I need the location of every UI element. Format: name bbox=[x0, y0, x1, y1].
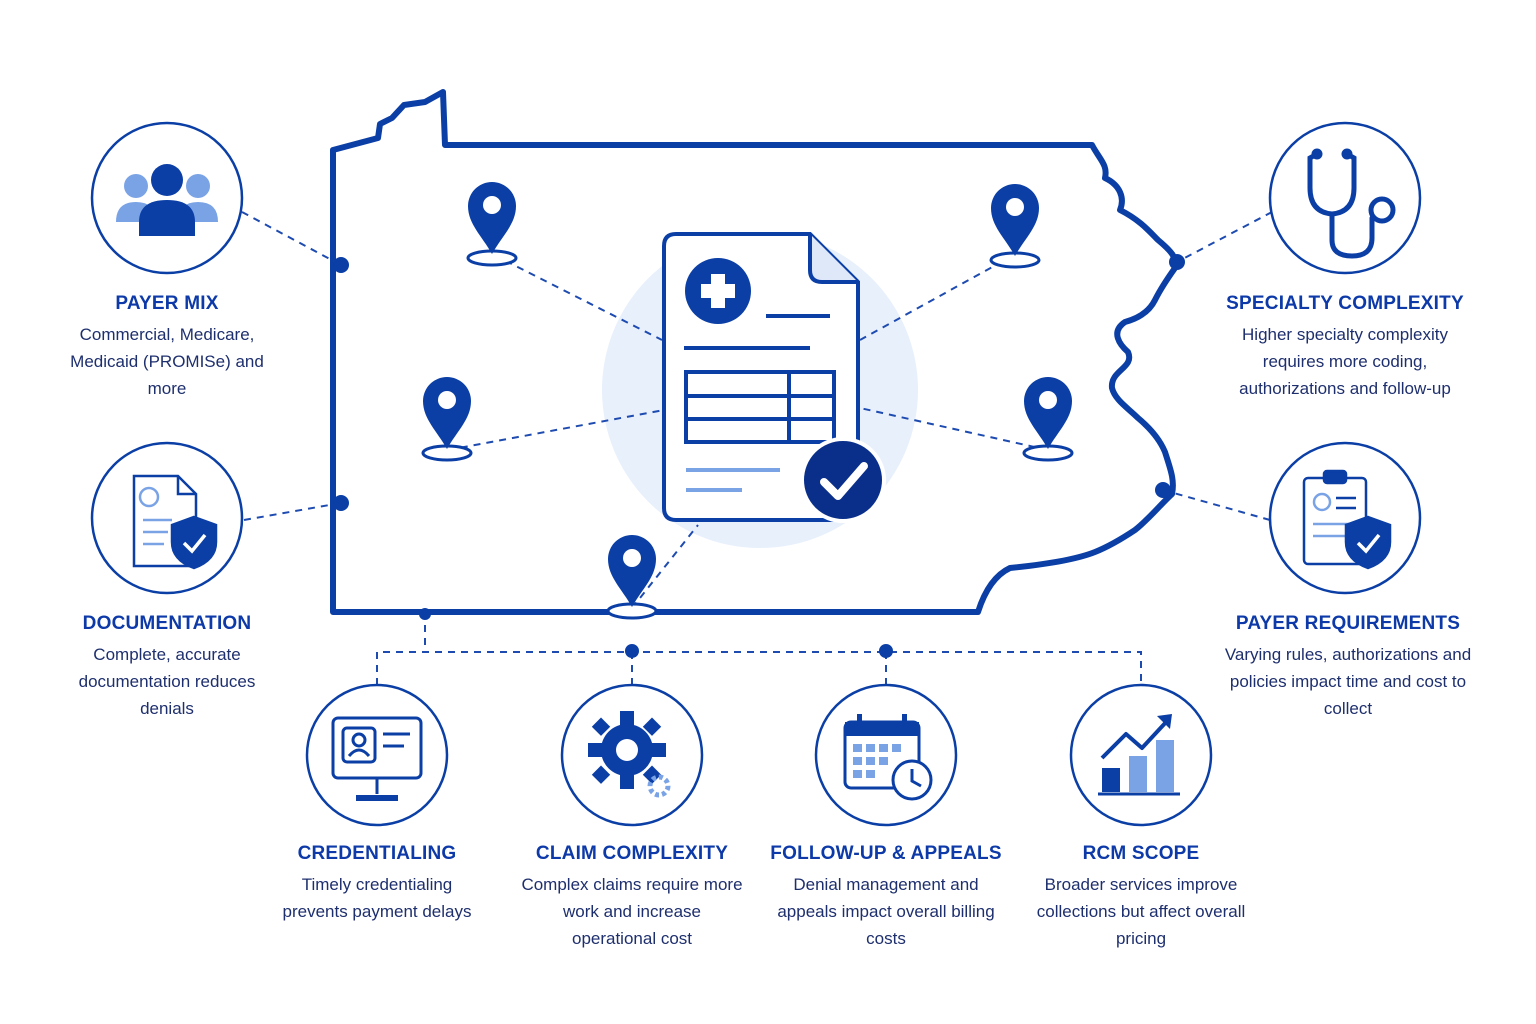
follow-up-appeals-circle bbox=[814, 683, 958, 827]
map-pin-icon bbox=[606, 533, 658, 620]
specialty-complexity-circle bbox=[1268, 121, 1422, 275]
monitor-profile-icon bbox=[331, 716, 423, 801]
document-shield-icon bbox=[132, 474, 218, 570]
medical-claim-document-icon bbox=[662, 232, 860, 522]
state-map-outline bbox=[330, 89, 1179, 615]
factor-title: FOLLOW-UP & APPEALS bbox=[770, 843, 1002, 864]
documentation-circle bbox=[90, 441, 244, 595]
payer-mix-circle bbox=[90, 121, 244, 275]
factor-description: Varying rules, authorizations and polici… bbox=[1224, 645, 1472, 718]
factor-credentialing: CREDENTIALING Timely credentialing preve… bbox=[247, 843, 507, 925]
factor-follow-up-appeals: FOLLOW-UP & APPEALS Denial management an… bbox=[756, 843, 1016, 952]
rcm-scope-circle bbox=[1069, 683, 1213, 827]
people-group-icon bbox=[116, 164, 218, 236]
clipboard-shield-icon bbox=[1302, 469, 1392, 570]
factor-description: Broader services improve collections but… bbox=[1036, 875, 1246, 948]
factor-title: SPECIALTY COMPLEXITY bbox=[1226, 293, 1464, 314]
map-pin-icon bbox=[989, 182, 1041, 269]
payer-requirements-circle bbox=[1268, 441, 1422, 595]
factor-payer-mix: PAYER MIX Commercial, Medicare, Medicaid… bbox=[27, 293, 307, 402]
factor-title: DOCUMENTATION bbox=[82, 613, 252, 634]
factor-description: Complete, accurate documentation reduces… bbox=[78, 645, 256, 718]
factor-title: PAYER REQUIREMENTS bbox=[1235, 613, 1461, 634]
factor-title: PAYER MIX bbox=[115, 293, 219, 314]
factor-description: Timely credentialing prevents payment de… bbox=[282, 875, 472, 921]
junction-dots bbox=[333, 254, 1185, 658]
factor-rcm-scope: RCM SCOPE Broader services improve colle… bbox=[1011, 843, 1271, 952]
map-pin-icon bbox=[466, 180, 518, 267]
factor-description: Complex claims require more work and inc… bbox=[521, 875, 743, 948]
map-pin-icon bbox=[1022, 375, 1074, 462]
factor-specialty-complexity: SPECIALTY COMPLEXITY Higher specialty co… bbox=[1195, 293, 1495, 402]
factor-description: Commercial, Medicare, Medicaid (PROMISe)… bbox=[70, 325, 264, 398]
factor-description: Higher specialty complexity requires mor… bbox=[1239, 325, 1451, 398]
growth-chart-icon bbox=[1098, 714, 1180, 796]
factor-payer-requirements: PAYER REQUIREMENTS Varying rules, author… bbox=[1198, 613, 1498, 722]
check-badge-icon bbox=[800, 437, 886, 523]
credentialing-circle bbox=[305, 683, 449, 827]
factor-title: CLAIM COMPLEXITY bbox=[535, 843, 729, 864]
factor-claim-complexity: CLAIM COMPLEXITY Complex claims require … bbox=[502, 843, 762, 952]
factor-title: RCM SCOPE bbox=[1082, 843, 1200, 864]
map-pin-icon bbox=[421, 375, 473, 462]
factor-documentation: DOCUMENTATION Complete, accurate documen… bbox=[27, 613, 307, 722]
gears-icon bbox=[588, 711, 671, 798]
factor-title: CREDENTIALING bbox=[297, 843, 457, 864]
stethoscope-icon bbox=[1307, 148, 1396, 259]
factor-description: Denial management and appeals impact ove… bbox=[777, 875, 995, 948]
calendar-clock-icon bbox=[843, 714, 933, 801]
